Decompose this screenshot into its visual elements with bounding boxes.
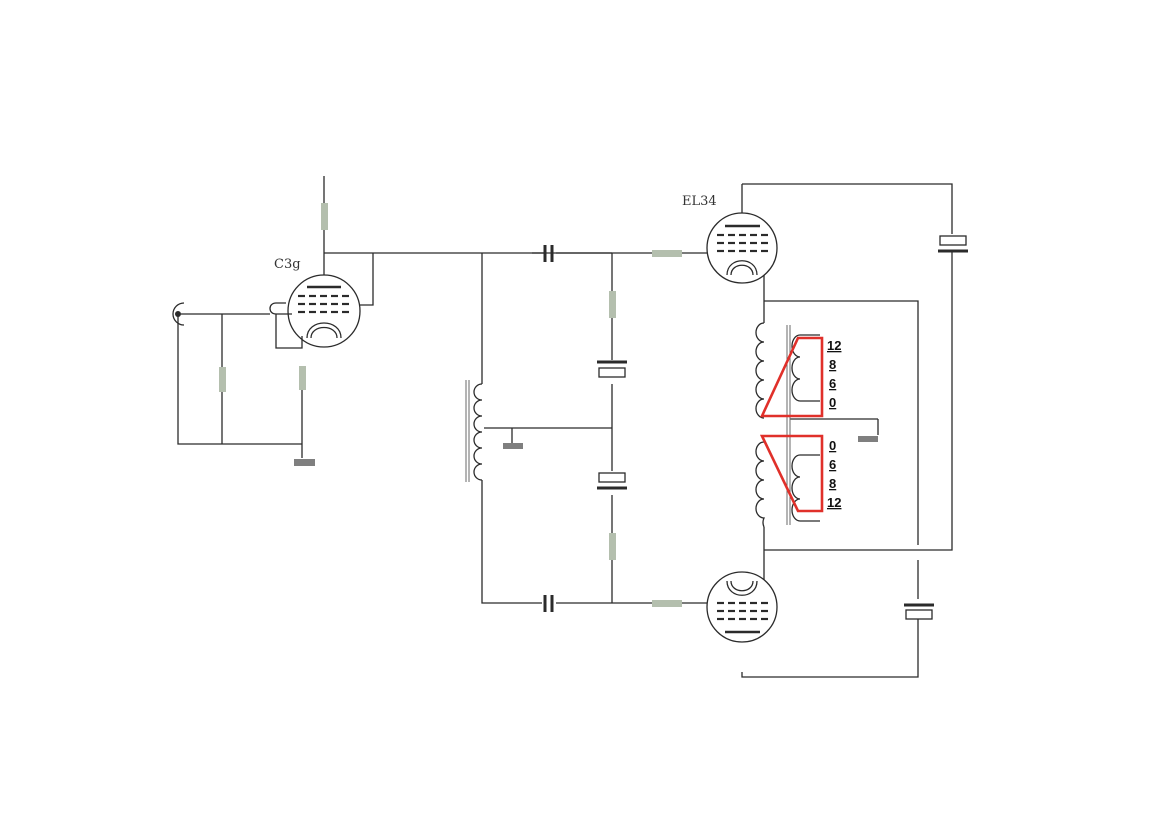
tap-label-upper-8: 8 [829, 357, 836, 372]
tube-label-c3g: C3g [274, 257, 301, 272]
ground-symbol-choke [503, 443, 523, 449]
output-wires [741, 183, 953, 678]
tube-el34-top [706, 212, 778, 284]
coupling-capacitor-top [532, 245, 554, 262]
input-wires [177, 313, 303, 458]
feedback-capacitor-top [938, 235, 968, 253]
plate-load-resistor [321, 203, 328, 230]
tube-label-el34: EL34 [682, 194, 717, 209]
driver-plate-wires [323, 176, 612, 306]
electrolytic-capacitor-lower [597, 472, 627, 490]
grid-stopper-top [652, 250, 682, 257]
tube-c3g [269, 274, 361, 349]
tap-label-lower-6: 6 [829, 457, 836, 472]
tap-label-upper-0: 0 [829, 395, 836, 410]
ground-symbol-output [858, 436, 878, 442]
tap-label-lower-0: 0 [829, 438, 836, 453]
tap-label-lower-8: 8 [829, 476, 836, 491]
splitter-resistor-bottom [609, 533, 616, 560]
grid-stopper-bottom [652, 600, 682, 607]
tap-highlight-lower [759, 434, 824, 513]
electrolytic-capacitor-upper [597, 360, 627, 378]
grid-leak-resistor [219, 367, 226, 392]
splitter-resistor-top [609, 291, 616, 318]
ground-symbol-driver [294, 459, 315, 466]
cathode-resistor [299, 366, 306, 390]
tube-el34-bottom [706, 571, 778, 643]
tap-highlight-upper [759, 336, 824, 418]
splitter-wires [481, 252, 710, 604]
output-transformer [755, 322, 820, 528]
tap-label-upper-6: 6 [829, 376, 836, 391]
tap-label-lower-12: 12 [827, 495, 841, 510]
tap-label-upper-12: 12 [827, 338, 841, 353]
coupling-capacitor-bottom [543, 595, 554, 612]
feedback-capacitor-bottom [904, 603, 934, 620]
interstage-choke [465, 380, 483, 482]
